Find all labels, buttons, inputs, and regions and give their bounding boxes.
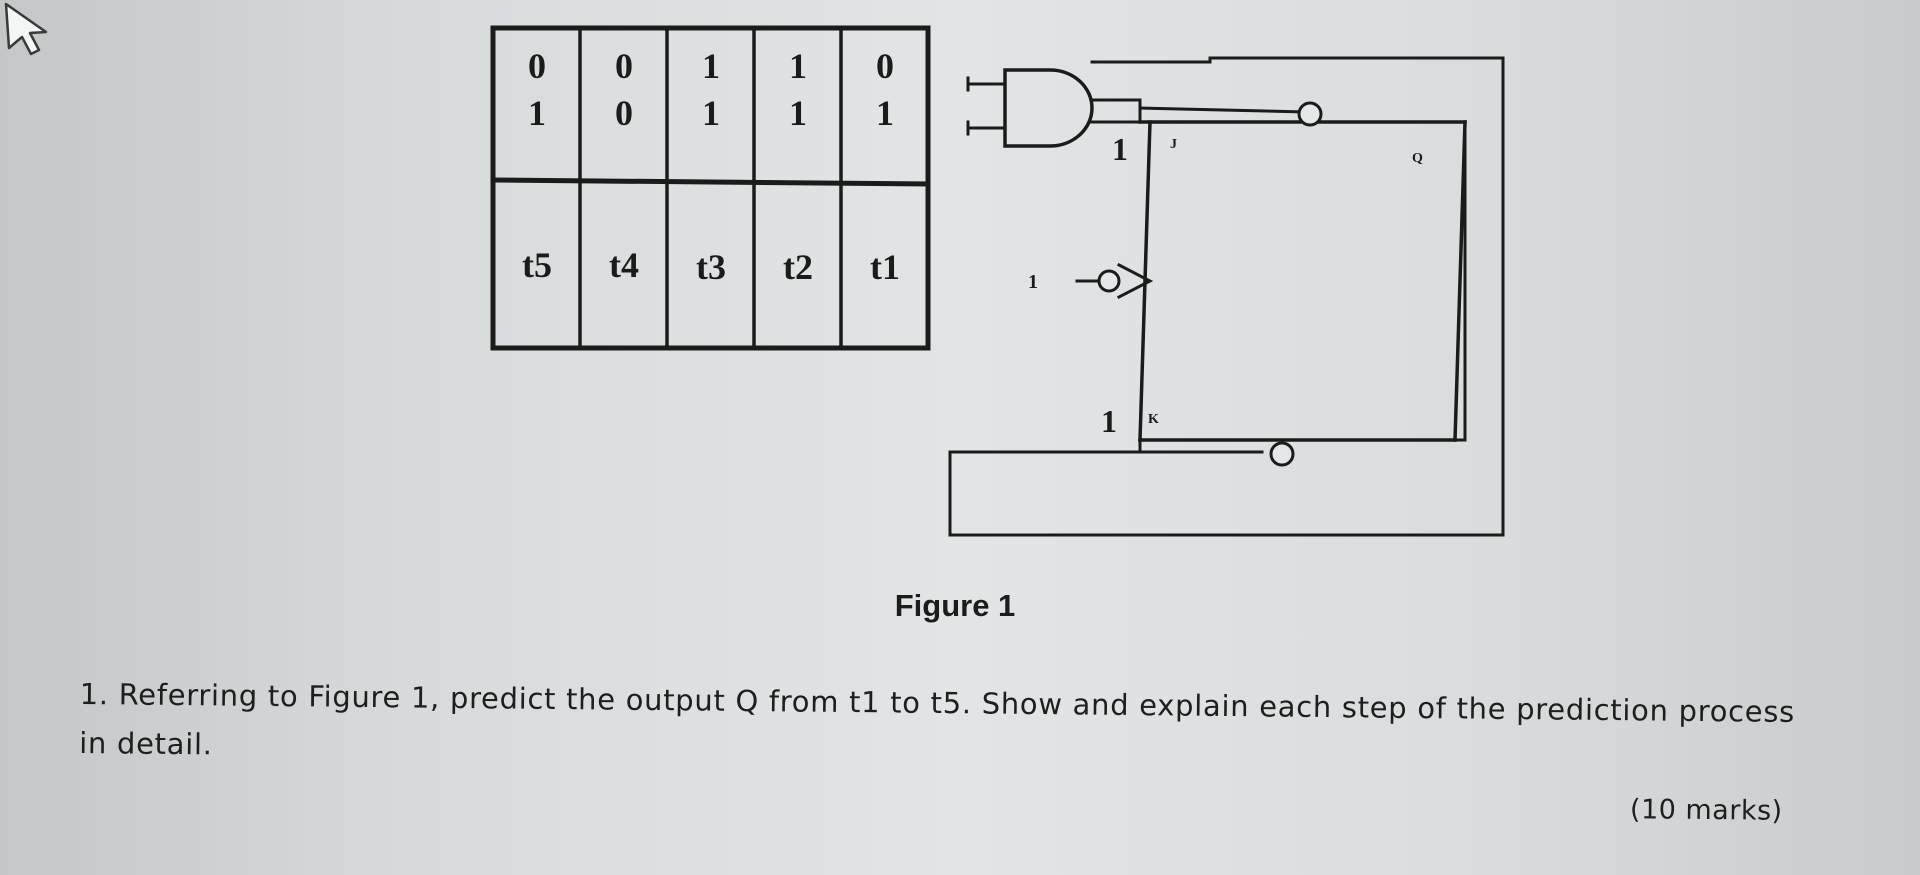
mouse-pointer-icon (4, 2, 48, 56)
flipflop-left-edge (1138, 120, 1152, 442)
clock-input-value: 1 (1028, 271, 1038, 293)
input-table-row-divider (490, 177, 931, 187)
figure-caption: Figure 1 (894, 588, 1016, 623)
time-label-t5: t5 (522, 245, 552, 285)
j-input-value: 1 (1112, 131, 1128, 167)
input-table-border (490, 25, 931, 351)
and-gate-icon (1003, 68, 1094, 148)
time-label-t3: t3 (696, 247, 726, 287)
input-cell-1-top: 0 (528, 46, 546, 86)
input-cell-4-bottom: 1 (789, 93, 807, 133)
flipflop-right-edge (1453, 120, 1467, 442)
q-bar-output-bubble-icon (1269, 441, 1295, 467)
input-cell-5-bottom: 1 (876, 93, 894, 133)
q-pin-label: Q (1412, 151, 1423, 166)
j-pin-label: J (1170, 137, 1177, 152)
time-label-t2: t2 (783, 247, 813, 287)
question-marks: (10 marks) (1629, 794, 1783, 827)
input-table (490, 25, 931, 351)
input-cell-4-top: 1 (789, 46, 807, 86)
input-cell-3-bottom: 1 (702, 93, 720, 133)
input-cell-2-bottom: 0 (615, 93, 633, 133)
k-pin-label: K (1148, 412, 1159, 427)
clock-inversion-bubble-icon (1097, 269, 1121, 293)
figure-1: 0 1 0 0 1 1 1 1 0 1 t5 t4 t3 t2 t1 1 J Q… (4, 2, 1505, 537)
input-cell-1-bottom: 1 (528, 93, 546, 133)
time-label-t1: t1 (870, 247, 900, 287)
input-cell-5-top: 0 (876, 46, 894, 86)
input-cell-3-top: 1 (702, 46, 720, 86)
clock-triangle-icon (1116, 262, 1154, 300)
feedback-wire-outer (948, 56, 1505, 537)
input-cell-2-top: 0 (615, 46, 633, 86)
circuit-diagram: 0 1 0 0 1 1 1 1 0 1 t5 t4 t3 t2 t1 1 J Q… (490, 25, 1505, 537)
time-label-t4: t4 (609, 245, 639, 285)
k-input-value: 1 (1101, 403, 1117, 439)
question-text: 1. Referring to Figure 1, predict the ou… (79, 676, 1796, 762)
q-output-bubble-icon (1297, 101, 1323, 127)
